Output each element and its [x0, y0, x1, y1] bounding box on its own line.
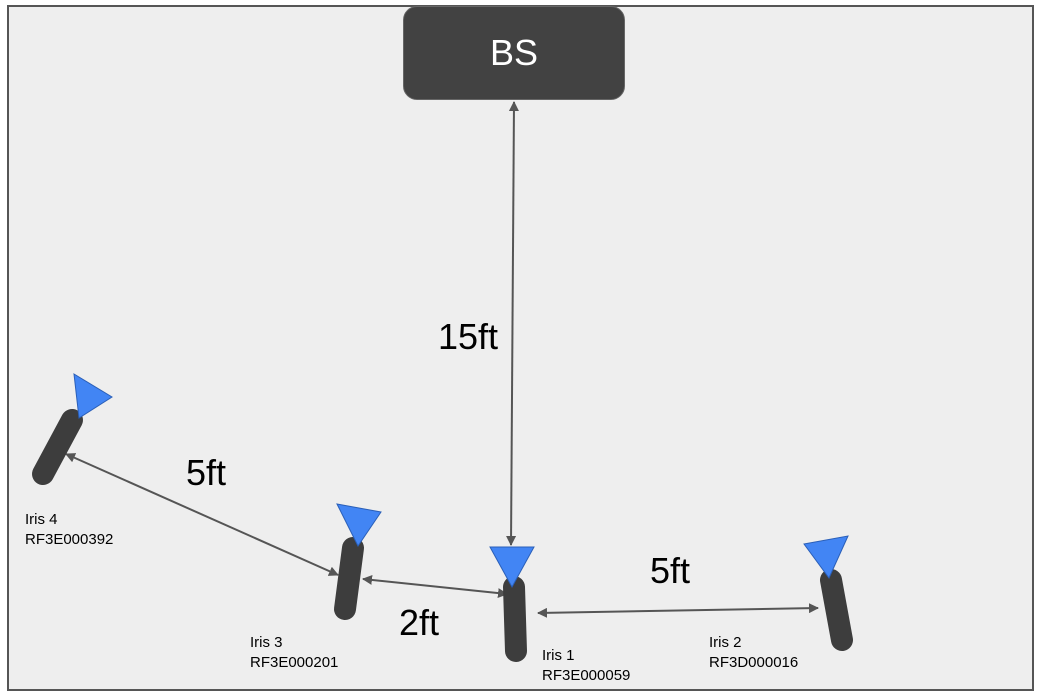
iris4-name: Iris 4: [25, 511, 58, 528]
distance-label-bs-iris1: 15ft: [438, 316, 499, 357]
iris1-serial: RF3E000059: [542, 667, 631, 684]
iris1-name: Iris 1: [542, 647, 575, 664]
base-station-label: BS: [489, 32, 539, 73]
link-iris3-iris1: [362, 574, 508, 599]
distance-label-iris4-iris3: 5ft: [186, 452, 227, 493]
base-station-box: BS: [403, 6, 625, 100]
link-iris4-iris3: [65, 453, 339, 576]
iris4-serial: RF3E000392: [25, 531, 114, 548]
link-bs-iris1: [506, 101, 519, 546]
iris3-antenna-icon: [334, 503, 382, 620]
iris2-label: Iris 2 RF3D000016: [709, 633, 798, 673]
distance-label-iris1-iris2: 5ft: [650, 550, 691, 591]
iris4-label: Iris 4 RF3E000392: [25, 510, 113, 550]
iris1-label: Iris 1 RF3E000059: [542, 646, 630, 686]
link-iris1-iris2: [537, 603, 819, 618]
diagram-frame: [7, 5, 1034, 691]
iris2-name: Iris 2: [709, 634, 742, 651]
distance-label-iris3-iris1: 2ft: [399, 602, 440, 643]
iris2-serial: RF3D000016: [709, 654, 799, 671]
iris3-name: Iris 3: [250, 634, 283, 651]
iris3-serial: RF3E000201: [250, 654, 339, 671]
iris2-antenna-icon: [803, 535, 853, 651]
iris3-label: Iris 3 RF3E000201: [250, 633, 338, 673]
iris1-antenna-icon: [489, 546, 535, 662]
iris4-antenna-icon: [32, 373, 113, 485]
